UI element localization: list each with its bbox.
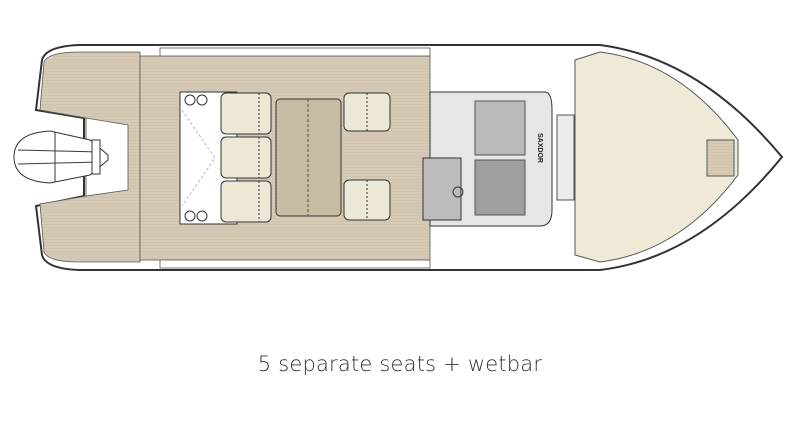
foredeck bbox=[574, 51, 739, 263]
table bbox=[275, 98, 342, 217]
boat-deck-plan: SAXDOR bbox=[13, 44, 784, 271]
aft-seat-1 bbox=[220, 92, 272, 135]
aft-seat-2 bbox=[220, 136, 272, 179]
helm-console: SAXDOR bbox=[422, 91, 575, 227]
fwd-seat-1 bbox=[343, 92, 391, 132]
logo: SAXDOR bbox=[536, 133, 543, 163]
outboard-engine bbox=[13, 130, 109, 184]
bow-hatch bbox=[706, 139, 735, 177]
fwd-seat-2 bbox=[343, 179, 391, 221]
side-rail-top bbox=[159, 47, 431, 57]
side-rail-bottom bbox=[159, 259, 431, 269]
image-caption: 5 separate seats + wetbar bbox=[257, 352, 543, 376]
aft-seat-3 bbox=[220, 180, 272, 223]
